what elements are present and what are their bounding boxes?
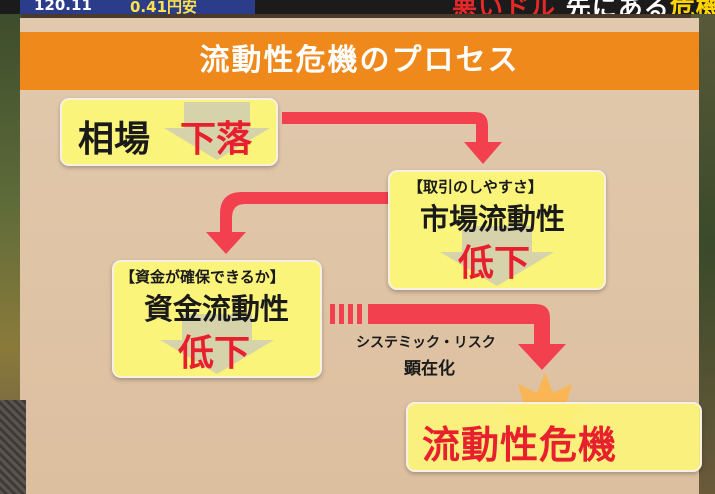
- arrow-drop-to-market: [282, 112, 502, 164]
- down-arrow-icon: [164, 102, 270, 160]
- arrow-funding-to-crisis: [368, 304, 566, 370]
- diagram-title: 流動性危機のプロセス: [199, 43, 520, 78]
- label-funding-liquidity-note: 【資金が確保できるか】: [120, 268, 285, 286]
- label-market-liquidity-decline: 低下: [458, 243, 531, 284]
- ticker-rate-change: 0.41円安: [130, 0, 198, 14]
- title-bar: 流動性危機のプロセス: [20, 32, 699, 90]
- node-funding-liquidity: 【資金が確保できるか】 資金流動性 低下: [112, 260, 322, 378]
- systemic-risk-label: システミック・リスク: [356, 335, 496, 351]
- label-funding-liquidity: 資金流動性: [144, 292, 290, 326]
- headline-yellow: 危機: [670, 0, 715, 14]
- ticker-rate-panel: [20, 0, 255, 14]
- arrow-market-to-funding: [206, 192, 390, 254]
- ticker-headline: 悪いドル 先にある危機: [452, 0, 715, 14]
- systemic-risk-manifest-label: 顕在化: [404, 359, 455, 379]
- headline-red: 悪いドル: [452, 0, 556, 14]
- presenter-edge: [0, 400, 26, 494]
- node-market-drop: 相場 下落: [60, 98, 278, 166]
- ticker-rate-value: 120.11: [34, 0, 92, 14]
- diagram-board: 流動性危機のプロセス 相場 下落 【取引のしやすさ】 市場流: [20, 18, 702, 494]
- label-liquidity-crisis: 流動性危機: [422, 423, 618, 467]
- label-market-liquidity: 市場流動性: [420, 202, 566, 236]
- node-market-liquidity: 【取引のしやすさ】 市場流動性 低下: [388, 170, 606, 290]
- down-arrow-icon: [160, 314, 274, 374]
- studio-background-left: [0, 0, 22, 494]
- node-liquidity-crisis: 流動性危機: [406, 402, 702, 472]
- label-market: 相場: [78, 119, 151, 160]
- label-funding-liquidity-decline: 低下: [178, 333, 251, 374]
- ticker-bar: 120.11 0.41円安 悪いドル 先にある危機: [0, 0, 715, 14]
- label-market-liquidity-note: 【取引のしやすさ】: [408, 178, 543, 196]
- down-arrow-icon: [440, 226, 554, 286]
- headline-white: 先にある: [566, 0, 670, 14]
- label-drop: 下落: [180, 119, 253, 160]
